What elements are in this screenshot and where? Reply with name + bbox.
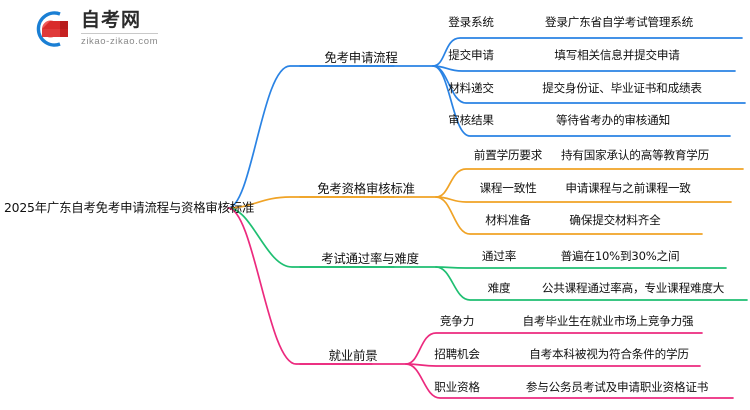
leaf-detail-1-2: 填写相关信息并提交申请 (554, 48, 680, 62)
leaf-label-4-1[interactable]: 竞争力 (439, 314, 475, 328)
branch-label-2[interactable]: 免考资格审核标准 (317, 181, 415, 196)
leaf-label-2-2[interactable]: 课程一致性 (479, 181, 537, 195)
leaf-label-1-2[interactable]: 提交申请 (448, 48, 494, 62)
leaf-detail-3-1: 普遍在10%到30%之间 (560, 249, 680, 263)
logo-domain: zikao-zikao.com (81, 35, 159, 47)
leaf-detail-2-1: 持有国家承认的高等教育学历 (560, 148, 710, 162)
leaf-label-2-3[interactable]: 材料准备 (485, 213, 531, 227)
leaf-detail-4-2: 自考本科被视为符合条件的学历 (529, 347, 689, 361)
branch-label-3[interactable]: 考试通过率与难度 (321, 251, 419, 266)
branch-label-4[interactable]: 就业前景 (328, 348, 378, 363)
leaf-label-1-4[interactable]: 审核结果 (448, 113, 494, 127)
branch-3-leaf-1-wire (435, 266, 727, 269)
leaf-label-2-1[interactable]: 前置学历要求 (473, 148, 543, 162)
leaf-detail-2-2: 申请课程与之前课程一致 (565, 181, 691, 195)
leaf-label-1-1[interactable]: 登录系统 (448, 15, 494, 29)
leaf-detail-1-3: 提交身份证、毕业证书和成绩表 (542, 81, 702, 95)
branch-2-leaf-2-wire (435, 196, 732, 203)
logo-name-cn: 自考网 (81, 8, 142, 31)
branch-4-leaf-2-wire (405, 363, 701, 367)
graduation-cap-icon (30, 8, 74, 50)
branch-1-leaf-2-wire (432, 65, 736, 72)
leaf-label-4-2[interactable]: 招聘机会 (434, 347, 480, 361)
root-to-branch-4 (227, 207, 373, 365)
logo-divider (81, 32, 159, 34)
logo-text: 自考网 zikao-zikao.com (81, 8, 159, 48)
leaf-detail-2-3: 确保提交材料齐全 (569, 213, 661, 227)
leaf-detail-4-1: 自考毕业生在就业市场上竞争力强 (522, 314, 694, 328)
branch-label-1[interactable]: 免考申请流程 (324, 50, 398, 65)
leaf-label-3-1[interactable]: 通过率 (481, 249, 517, 263)
leaf-label-4-3[interactable]: 职业资格 (434, 380, 480, 394)
leaf-label-1-3[interactable]: 材料递交 (448, 81, 494, 95)
leaf-detail-4-3: 参与公务员考试及申请职业资格证书 (525, 380, 709, 394)
site-logo: 自考网 zikao-zikao.com (30, 8, 159, 50)
root-node-title: 2025年广东自考免考申请流程与资格审核标准 (4, 200, 255, 215)
leaf-detail-1-4: 等待省考办的审核通知 (556, 113, 670, 127)
leaf-detail-3-2: 公共课程通过率高，专业课程难度大 (541, 281, 725, 295)
leaf-detail-1-1: 登录广东省自学考试管理系统 (544, 15, 694, 29)
leaf-label-3-2[interactable]: 难度 (487, 281, 511, 295)
